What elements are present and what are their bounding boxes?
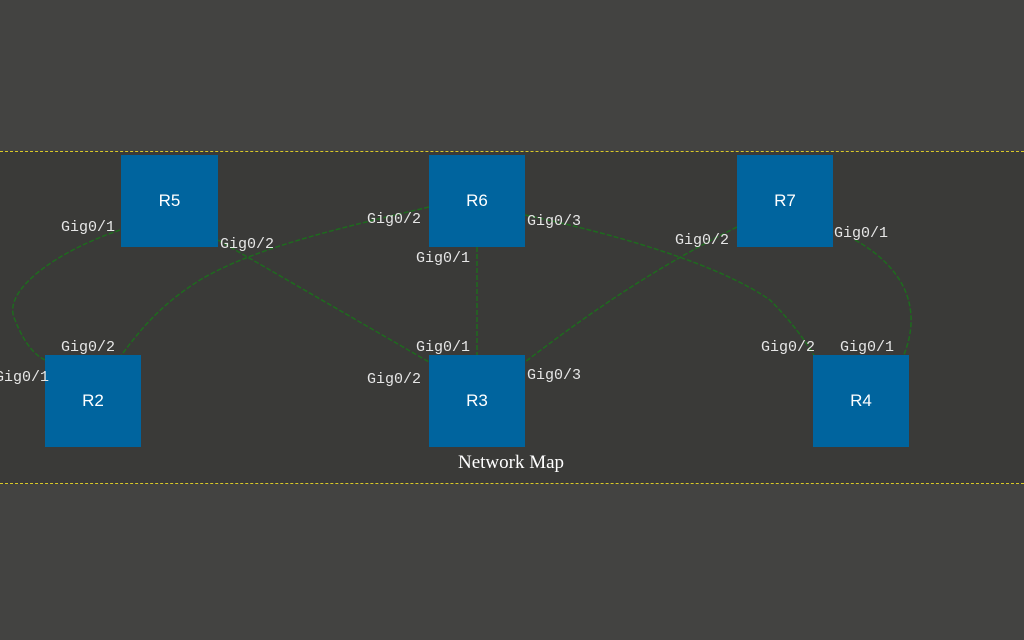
link-r6-r4[interactable]	[524, 214, 816, 358]
map-title: Network Map	[458, 452, 564, 473]
link-r7-r3[interactable]	[524, 226, 738, 363]
node-r7[interactable]: R7	[737, 155, 833, 247]
port-label-r6-gig0-2: Gig0/2	[367, 211, 421, 228]
router-icon	[429, 155, 525, 247]
port-label-r2-gig0-2: Gig0/2	[61, 339, 115, 356]
node-r4[interactable]: R4	[813, 355, 909, 447]
links	[12, 206, 912, 363]
link-r5-r2[interactable]	[12, 229, 121, 361]
node-label: R5	[159, 191, 181, 210]
port-label-r3-gig0-3: Gig0/3	[527, 367, 581, 384]
port-label-r2-gig0-1: Gig0/1	[0, 369, 49, 386]
port-label-r7-gig0-1: Gig0/1	[834, 225, 888, 242]
node-label: R6	[466, 191, 488, 210]
node-label: R7	[774, 191, 796, 210]
router-icon	[429, 355, 525, 447]
port-label-r3-gig0-1: Gig0/1	[416, 339, 470, 356]
port-label-r5-gig0-2: Gig0/2	[220, 236, 274, 253]
node-r5[interactable]: R5	[121, 155, 218, 247]
port-label-r4-gig0-1: Gig0/1	[840, 339, 894, 356]
port-labels: Gig0/1 Gig0/1 Gig0/2 Gig0/2 Gig0/2 Gig0/…	[0, 211, 894, 388]
node-r2[interactable]: R2	[45, 355, 141, 447]
port-label-r6-gig0-1: Gig0/1	[416, 250, 470, 267]
router-icon	[813, 355, 909, 447]
port-label-r3-gig0-2: Gig0/2	[367, 371, 421, 388]
port-label-r4-gig0-2: Gig0/2	[761, 339, 815, 356]
link-r7-r4[interactable]	[854, 239, 912, 358]
node-r3[interactable]: R3	[429, 355, 525, 447]
router-icon	[737, 155, 833, 247]
node-label: R2	[82, 391, 104, 410]
port-label-r6-gig0-3: Gig0/3	[527, 213, 581, 230]
link-r5-r3[interactable]	[217, 239, 430, 363]
node-r6[interactable]: R6	[429, 155, 525, 247]
node-label: R4	[850, 391, 872, 410]
port-label-r5-gig0-1: Gig0/1	[61, 219, 115, 236]
port-label-r7-gig0-2: Gig0/2	[675, 232, 729, 249]
node-label: R3	[466, 391, 488, 410]
router-icon	[121, 155, 218, 247]
router-icon	[45, 355, 141, 447]
